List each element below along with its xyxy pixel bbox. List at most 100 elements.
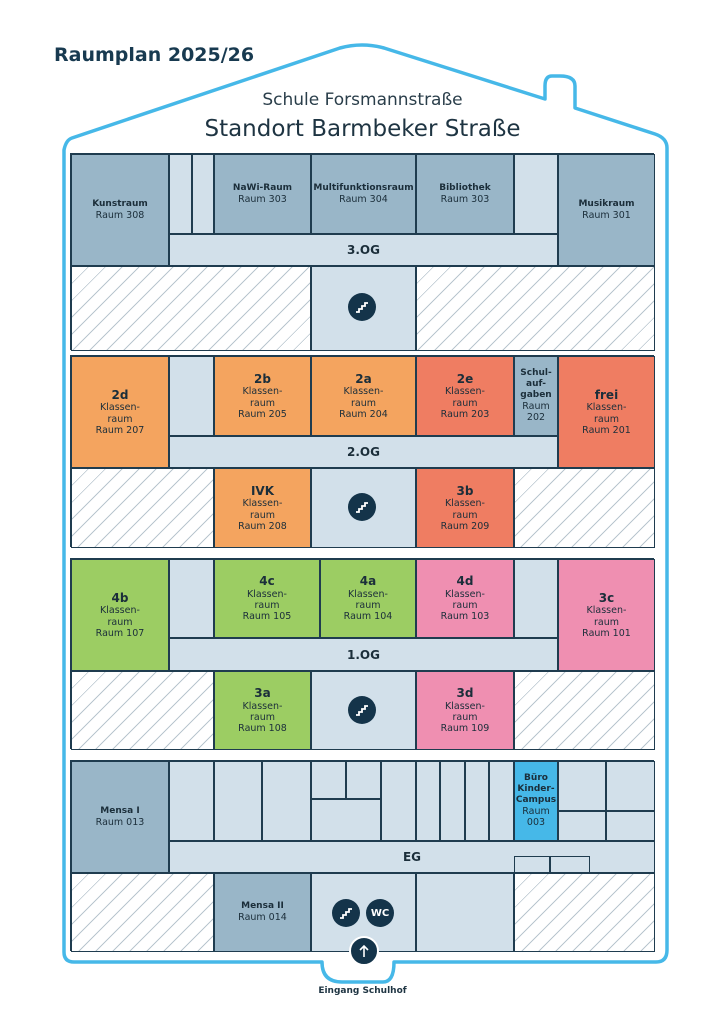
room-type: Klassen- raum: [242, 386, 283, 409]
small-room: [169, 761, 214, 841]
room-2d[interactable]: 2d Klassen- raum Raum 207: [71, 356, 169, 468]
room-name: Multifunktionsraum: [313, 182, 414, 193]
room-number: Raum 209: [440, 520, 490, 532]
room-name: IVK: [250, 483, 275, 498]
small-room: [311, 761, 346, 799]
corridor-segment: [169, 559, 214, 638]
room-type: Klassen- raum: [445, 588, 485, 611]
room-name: Mensa I: [100, 805, 140, 816]
room-type: Klassen- raum: [343, 386, 384, 409]
room-2e[interactable]: 2e Klassen- raum Raum 203: [416, 356, 514, 436]
room-2a[interactable]: 2a Klassen- raum Raum 204: [311, 356, 416, 436]
room-number: Raum 204: [339, 408, 388, 420]
stairwell: [311, 266, 416, 351]
room-type: Klassen- raum: [100, 402, 140, 425]
room-name: 3a: [254, 686, 271, 701]
small-room: [346, 761, 381, 799]
room-name: 2b: [254, 371, 271, 386]
room-name: 3c: [598, 590, 615, 605]
room-name: 2e: [456, 371, 474, 386]
room-3a[interactable]: 3a Klassen- raum Raum 108: [214, 671, 311, 750]
small-room: [606, 761, 655, 811]
hatched-area: [416, 266, 655, 351]
room-buero-kindercampus[interactable]: Büro Kinder- Campus Raum 003: [514, 761, 558, 841]
room-3b[interactable]: 3b Klassen- raum Raum 209: [416, 468, 514, 548]
room-number: Raum 308: [95, 209, 145, 221]
room-number: Raum 205: [238, 408, 287, 420]
stairs-icon: [348, 696, 376, 724]
floor-label-3og: 3.OG: [169, 234, 558, 266]
room-3d[interactable]: 3d Klassen- raum Raum 109: [416, 671, 514, 750]
wc-label: WC: [370, 907, 390, 919]
room-3c[interactable]: 3c Klassen- raum Raum 101: [558, 559, 655, 671]
arrow-up-icon[interactable]: [349, 936, 379, 966]
floor-label-1og: 1.OG: [169, 638, 558, 671]
small-room: [514, 856, 550, 873]
room-multifunktion[interactable]: Multifunktionsraum Raum 304: [311, 154, 416, 234]
room-musikraum[interactable]: Musikraum Raum 301: [558, 154, 655, 266]
room-4d[interactable]: 4d Klassen- raum Raum 103: [416, 559, 514, 638]
room-schulaufgaben[interactable]: Schul- auf- gaben Raum 202: [514, 356, 558, 436]
small-room: [558, 761, 606, 811]
room-number: Raum 013: [95, 816, 145, 828]
entrance-hall: WC: [311, 873, 416, 966]
room-ivk[interactable]: IVK Klassen- raum Raum 208: [214, 468, 311, 548]
hatched-area: [71, 873, 214, 952]
site-name: Standort Barmbeker Straße: [204, 116, 521, 142]
room-number: Raum 202: [522, 400, 550, 424]
room-number: Raum 107: [95, 627, 145, 639]
room-number: Raum 105: [242, 611, 292, 623]
room-name: Schul- auf- gaben: [520, 368, 552, 400]
room-number: Raum 003: [522, 805, 550, 829]
room-number: Raum 203: [440, 408, 490, 420]
room-nawi[interactable]: NaWi-Raum Raum 303: [214, 154, 311, 234]
stairs-icon: [332, 899, 360, 927]
small-room: [558, 811, 606, 841]
stairwell: [311, 468, 416, 548]
room-kunstraum[interactable]: Kunstraum Raum 308: [71, 154, 169, 266]
stairs-icon: [348, 293, 376, 321]
school-name: Schule Forsmannstraße: [262, 90, 463, 110]
room-4c[interactable]: 4c Klassen- raum Raum 105: [214, 559, 320, 638]
room-4b[interactable]: 4b Klassen- raum Raum 107: [71, 559, 169, 671]
room-number: Raum 208: [238, 520, 287, 532]
room-number: Raum 014: [238, 912, 287, 924]
room-name: Musikraum: [578, 198, 635, 209]
room-type: Klassen- raum: [242, 700, 283, 723]
wc-icon: WC: [366, 899, 394, 927]
room-number: Raum 303: [238, 193, 287, 205]
room-number: Raum 109: [440, 723, 490, 735]
room-number: Raum 304: [339, 193, 388, 205]
small-room: [214, 761, 262, 841]
room-2b[interactable]: 2b Klassen- raum Raum 205: [214, 356, 311, 436]
floor-1og: 4b Klassen- raum Raum 107 4c Klassen- ra…: [70, 558, 655, 750]
room-name: Bibliothek: [439, 182, 491, 193]
room-type: Klassen- raum: [445, 700, 485, 723]
hatched-area: [514, 873, 655, 952]
room-name: 4b: [111, 590, 129, 605]
small-room: [606, 811, 655, 841]
room-name: 3b: [456, 483, 474, 498]
room-number: Raum 207: [95, 424, 145, 436]
room-name: frei: [594, 387, 619, 402]
small-room: [416, 761, 440, 841]
room-type: Klassen- raum: [586, 402, 627, 425]
room-number: Raum 104: [343, 611, 393, 623]
hatched-area: [71, 671, 214, 750]
room-mensa-2[interactable]: Mensa II Raum 014: [214, 873, 311, 952]
corridor-segment: [192, 154, 214, 234]
hatched-area: [514, 468, 655, 548]
corridor-segment: [169, 356, 214, 436]
room-frei[interactable]: frei Klassen- raum Raum 201: [558, 356, 655, 468]
room-bibliothek[interactable]: Bibliothek Raum 303: [416, 154, 514, 234]
room-4a[interactable]: 4a Klassen- raum Raum 104: [320, 559, 416, 638]
small-room: [381, 761, 416, 841]
room-mensa-1[interactable]: Mensa I Raum 013: [71, 761, 169, 873]
corridor-segment: [514, 154, 558, 234]
room-name: 2a: [355, 371, 372, 386]
corridor-segment: [169, 154, 192, 234]
small-room: [311, 799, 381, 841]
room-type: Klassen- raum: [242, 498, 283, 521]
room-number: Raum 303: [440, 193, 490, 205]
